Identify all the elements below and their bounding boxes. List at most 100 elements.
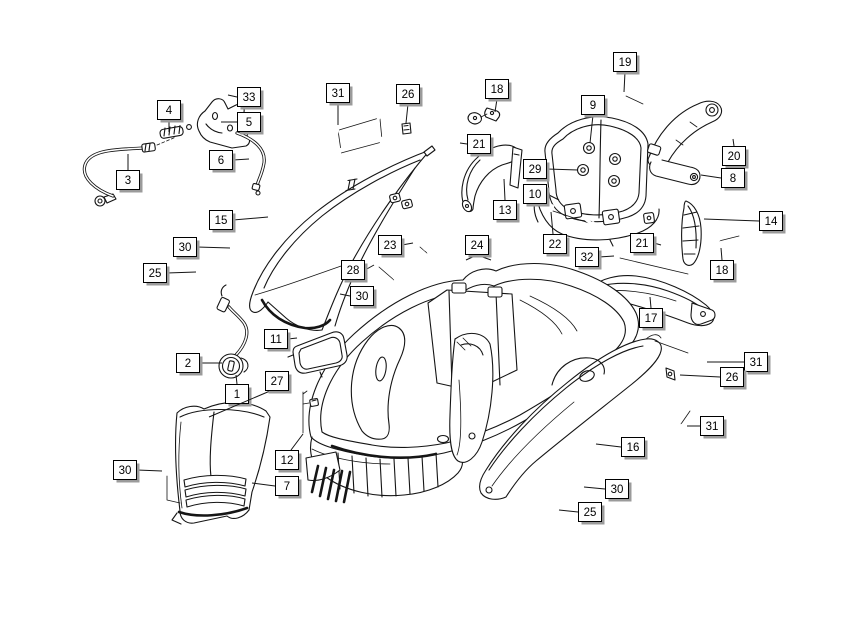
leader-line: [339, 293, 351, 297]
screws-part-18-right: [711, 228, 755, 247]
callout-17-26[interactable]: 17: [639, 296, 666, 331]
backrest-part-9: [544, 116, 649, 223]
callout-box: [275, 450, 299, 470]
carrier-part-8: [647, 100, 723, 186]
callout-box: [721, 168, 745, 188]
parts-12-group: [302, 386, 319, 434]
callout-number: 31: [706, 421, 719, 433]
callout-box: [523, 159, 547, 179]
callout-number: 26: [402, 89, 415, 101]
callout-20-13[interactable]: 20: [722, 138, 749, 169]
leader-line: [732, 138, 735, 147]
side-piece-rear: [449, 332, 494, 463]
callout-box: [209, 150, 233, 170]
callout-22-23[interactable]: 22: [543, 211, 570, 257]
callout-26-6[interactable]: 26: [396, 84, 423, 124]
callout-box: [485, 79, 509, 99]
callout-number: 19: [619, 57, 632, 69]
leader-line: [558, 509, 579, 513]
callout-31-39[interactable]: 31: [707, 352, 771, 375]
screw-part-25-right: [540, 501, 554, 512]
callout-box: [465, 235, 489, 255]
callout-31-41[interactable]: 31: [687, 416, 727, 439]
callout-number: 27: [271, 376, 284, 388]
callout-26-40[interactable]: 26: [679, 367, 747, 390]
callout-box: [613, 52, 637, 72]
callout-number: 6: [218, 155, 224, 167]
callout-18-28[interactable]: 18: [710, 247, 737, 283]
callout-25-38[interactable]: 25: [558, 502, 605, 525]
callout-32-25[interactable]: 32: [575, 247, 615, 270]
callout-number: 28: [347, 265, 360, 277]
callout-33-0[interactable]: 33: [227, 87, 264, 110]
callout-8-14[interactable]: 8: [700, 168, 748, 191]
callout-16-36[interactable]: 16: [595, 437, 648, 460]
callout-30-17[interactable]: 30: [173, 237, 231, 260]
callout-2-30[interactable]: 2: [176, 353, 223, 376]
callout-box: [759, 211, 783, 231]
leader-line: [136, 469, 163, 472]
callout-6-3[interactable]: 6: [209, 150, 250, 173]
callout-box: [326, 83, 350, 103]
callout-23-19[interactable]: 23: [378, 235, 414, 258]
bolts-part-23: [413, 236, 440, 265]
parts-artwork: [82, 82, 755, 525]
callout-29-11[interactable]: 29: [523, 159, 579, 182]
callout-number: 33: [243, 92, 256, 104]
callout-13-15[interactable]: 13: [493, 178, 520, 223]
screws-part-31-lower-right: [674, 401, 699, 432]
callout-box: [523, 184, 547, 204]
callout-1-31[interactable]: 1: [225, 374, 252, 407]
callout-number: 30: [611, 484, 624, 496]
leader-line: [679, 374, 721, 378]
callout-30-37[interactable]: 30: [583, 479, 632, 502]
callout-14-27[interactable]: 14: [703, 211, 786, 234]
spring-part-4: [159, 124, 192, 139]
fasteners-part-22: [546, 203, 596, 228]
callout-box: [176, 353, 200, 373]
callout-5-2[interactable]: 5: [221, 112, 264, 135]
leader-line: [196, 246, 231, 249]
leader-line: [232, 216, 269, 221]
leader-line: [700, 174, 722, 179]
callout-box: [720, 367, 744, 387]
callout-number: 29: [529, 164, 542, 176]
callout-number: 10: [529, 189, 542, 201]
callout-18-7[interactable]: 18: [485, 79, 512, 113]
leader-line: [459, 142, 468, 145]
callout-box: [396, 84, 420, 104]
callout-10-12[interactable]: 10: [523, 184, 560, 207]
callout-box: [722, 146, 746, 166]
callout-number: 9: [590, 100, 596, 112]
callout-box: [467, 134, 491, 154]
callout-25-18[interactable]: 25: [143, 263, 197, 286]
callout-9-9[interactable]: 9: [581, 95, 608, 144]
callout-30-35[interactable]: 30: [113, 460, 163, 483]
callout-number: 26: [726, 372, 739, 384]
callout-28-21[interactable]: 28: [341, 260, 375, 283]
callout-12-33[interactable]: 12: [275, 433, 304, 473]
leader-line: [550, 211, 554, 235]
leader-line: [623, 71, 626, 93]
callout-24-20[interactable]: 24: [465, 235, 492, 261]
callout-31-5[interactable]: 31: [326, 83, 353, 126]
callout-21-8[interactable]: 21: [459, 134, 494, 157]
callout-30-22[interactable]: 30: [339, 286, 377, 309]
callout-number: 24: [471, 240, 484, 252]
callout-3-4[interactable]: 3: [116, 154, 143, 193]
callout-27-32[interactable]: 27: [208, 371, 292, 418]
callout-number: 18: [716, 265, 729, 277]
leader-line: [649, 296, 652, 309]
callout-15-16[interactable]: 15: [209, 210, 269, 233]
callout-19-10[interactable]: 19: [613, 52, 640, 93]
callout-4-1[interactable]: 4: [157, 100, 184, 133]
callout-7-34[interactable]: 7: [251, 476, 302, 499]
callout-box: [378, 235, 402, 255]
callout-21-24[interactable]: 21: [630, 233, 662, 256]
leader-line: [405, 103, 409, 124]
callout-box: [581, 95, 605, 115]
callout-11-29[interactable]: 11: [264, 329, 298, 352]
leader-line: [583, 486, 606, 490]
leader-line: [290, 433, 304, 451]
